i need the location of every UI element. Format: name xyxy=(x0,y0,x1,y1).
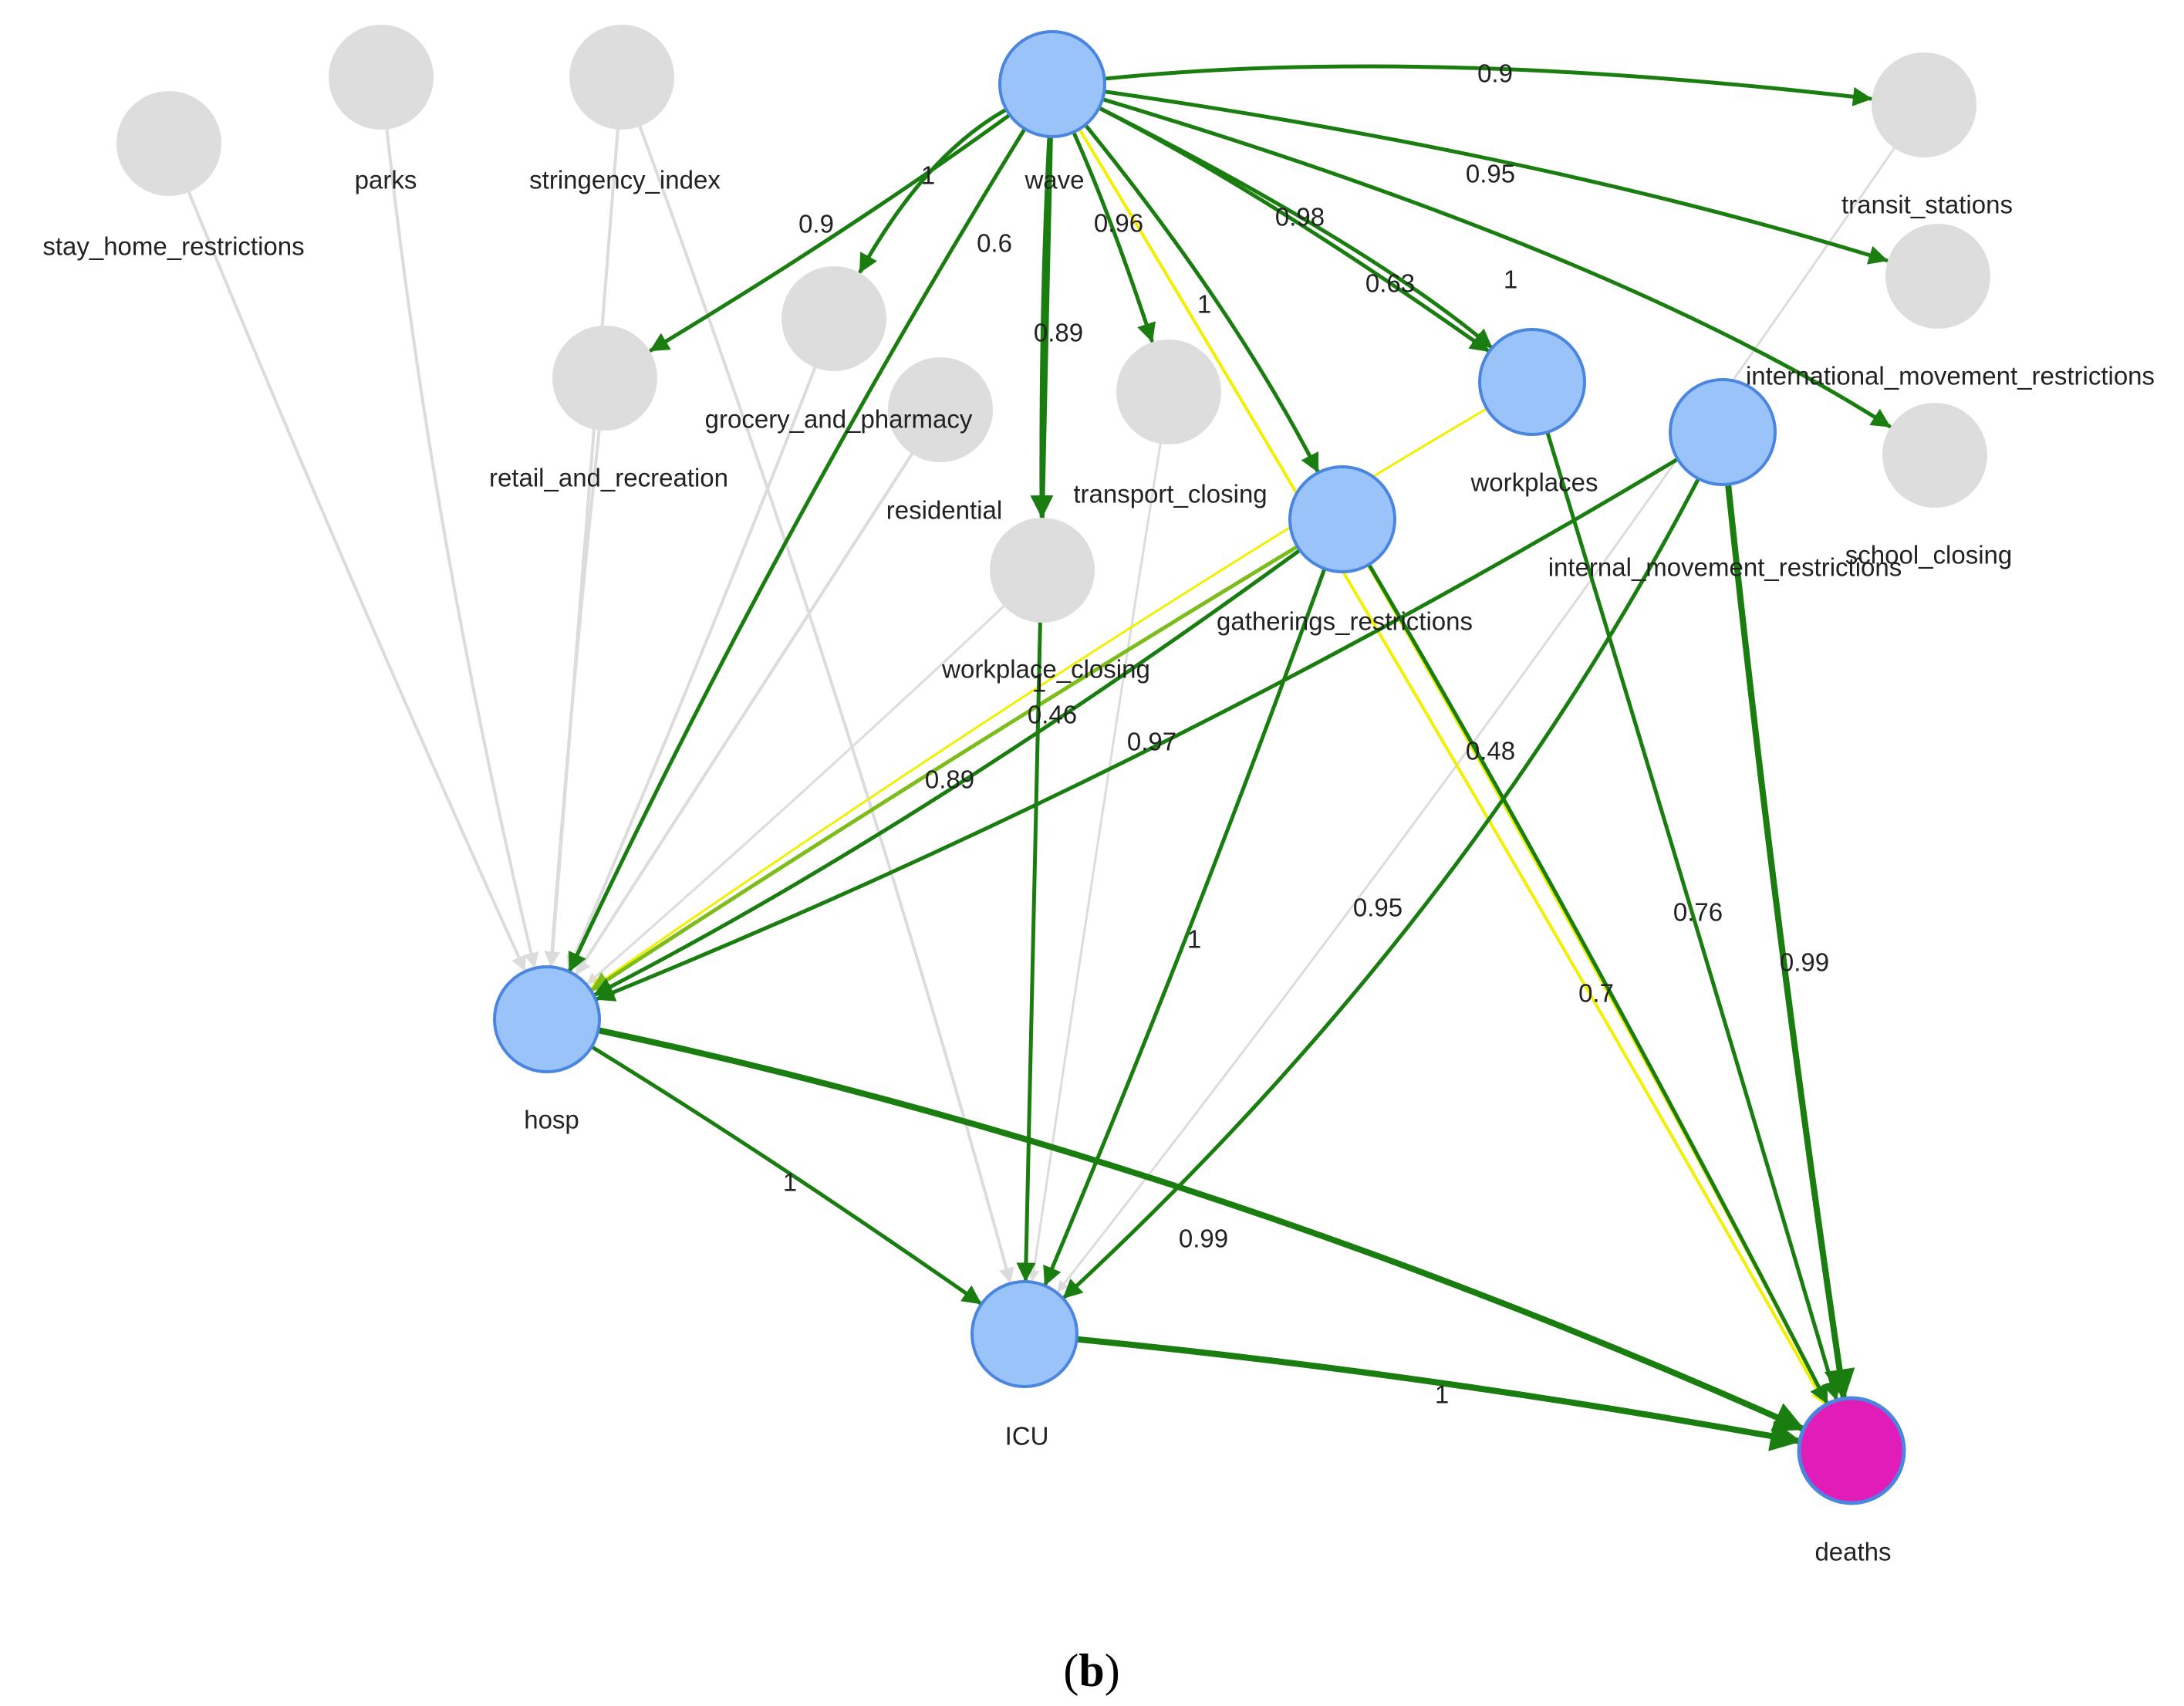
edge-weight-label: 0.96 xyxy=(1094,209,1143,238)
edge-weight-label: 1 xyxy=(783,1168,797,1197)
wave-node[interactable] xyxy=(998,30,1106,138)
node-label: school_closing xyxy=(1845,541,2012,569)
edge-gatherings-restrictions-to-hosp xyxy=(592,548,1302,997)
edge-weight-label: 1 xyxy=(921,161,935,190)
edge-weight-label: 0.99 xyxy=(1780,948,1829,977)
transit-stations-node[interactable] xyxy=(1872,52,1976,157)
edge-weight-label: 0.7 xyxy=(1578,979,1614,1008)
edge-weight-label: 0.89 xyxy=(925,765,974,794)
node-label: transport_closing xyxy=(1073,480,1267,508)
stringency-index-node[interactable] xyxy=(569,25,674,130)
edge-internal-movement-restrictions-to-hosp xyxy=(595,457,1680,1002)
edge-weight-label: 0.89 xyxy=(1034,319,1083,347)
edge-wave-to-hosp xyxy=(568,127,1027,973)
edge-weight-label: 0.99 xyxy=(1179,1225,1228,1253)
edge-layer xyxy=(187,64,1895,1451)
node-label: residential xyxy=(886,496,1002,525)
node-layer xyxy=(116,25,1990,1505)
edge-weight-label: 1 xyxy=(1435,1380,1449,1409)
edge-wave-to-workplace-closing xyxy=(1030,133,1054,519)
edge-stay-home-restrictions-to-hosp xyxy=(187,190,527,972)
edge-wave-to-grocery-and-pharmacy xyxy=(858,107,1009,274)
edge-internal-movement-restrictions-to-deaths xyxy=(1725,481,1855,1400)
edge-wave-to-gatherings-restrictions xyxy=(1083,123,1320,474)
grocery-and-pharmacy-node[interactable] xyxy=(781,266,886,371)
edge-transport-closing-to-icu xyxy=(1028,442,1162,1282)
edge-weight-label: 0.76 xyxy=(1673,898,1723,927)
edge-transit-stations-to-icu xyxy=(1056,147,1895,1293)
edge-retail-and-recreation-to-hosp xyxy=(544,428,601,968)
edge-weight-label: 0.9 xyxy=(798,210,834,238)
edge-weight-label: 0.63 xyxy=(1365,269,1415,298)
edge-weight-label: 0.98 xyxy=(1275,203,1325,231)
international-movement-restrictions-node[interactable] xyxy=(1885,224,1990,329)
node-label: workplaces xyxy=(1470,468,1598,497)
edge-weight-label: 0.9 xyxy=(1477,59,1513,88)
edge-weight-label: 0.95 xyxy=(1466,160,1515,188)
node-label: transit_stations xyxy=(1841,191,2013,219)
edge-wave-to-school-closing xyxy=(1100,97,1892,428)
edge-gatherings-restrictions-to-icu xyxy=(1043,566,1327,1286)
edge-wave-to-icu xyxy=(1016,134,1053,1282)
school-closing-node[interactable] xyxy=(1882,403,1987,508)
hosp-node[interactable] xyxy=(493,965,601,1073)
node-label: internal_movement_restrictions xyxy=(1548,553,1902,582)
edge-label-layer: 0.46 0.7 0.9 0.95 1 0.9 1 0.6 0.89 0.96 1 0.63 0.98 1… xyxy=(783,59,1829,1409)
edge-hosp-to-icu xyxy=(589,1045,983,1306)
edge-wave-to-transit-stations xyxy=(1102,64,1872,106)
edge-weight-label: 0.6 xyxy=(977,229,1012,258)
node-label: deaths xyxy=(1814,1538,1891,1566)
edge-wave-to-transport-closing xyxy=(1072,130,1156,343)
node-label: ICU xyxy=(1005,1422,1049,1451)
parks-node[interactable] xyxy=(329,25,434,130)
residential-node[interactable] xyxy=(888,357,993,462)
icu-node[interactable] xyxy=(970,1280,1078,1388)
figure-caption: (b) xyxy=(1063,1645,1119,1696)
edge-hosp-to-deaths xyxy=(595,1027,1806,1432)
node-label: stringency_index xyxy=(529,166,721,194)
node-label: grocery_and_pharmacy xyxy=(705,405,973,434)
edge-weight-label: 0.46 xyxy=(1028,701,1077,729)
edge-internal-movement-restrictions-to-icu xyxy=(1062,477,1700,1299)
edge-residential-to-hosp xyxy=(575,452,914,976)
node-label: workplace_closing xyxy=(941,655,1150,684)
edge-weight-label: 0.95 xyxy=(1353,894,1403,922)
edge-wave-to-deaths xyxy=(1078,127,1827,1406)
node-label: wave xyxy=(1024,166,1084,194)
edge-workplaces-to-deaths xyxy=(1545,430,1841,1401)
node-label: hosp xyxy=(524,1106,579,1134)
deaths-node[interactable] xyxy=(1797,1396,1906,1505)
retail-and-recreation-node[interactable] xyxy=(552,326,657,431)
edge-grocery-and-pharmacy-to-hosp xyxy=(566,366,817,971)
edge-gatherings-restrictions-to-hosp xyxy=(590,544,1300,992)
node-label-layer: stay_home_restrictions parks stringency_in… xyxy=(42,166,2155,1566)
edge-weight-label: 1 xyxy=(1187,925,1201,954)
edge-weight-label: 1 xyxy=(1504,265,1517,294)
workplace-closing-node[interactable] xyxy=(990,518,1095,623)
edge-weight-label: 0.48 xyxy=(1466,737,1515,765)
edge-internal-movement-restrictions-to-icu xyxy=(1062,476,1701,1299)
edge-wave-to-international-movement-restrictions xyxy=(1102,90,1889,265)
transport-closing-node[interactable] xyxy=(1116,340,1221,444)
edge-parks-to-hosp xyxy=(385,127,539,968)
node-label: retail_and_recreation xyxy=(489,464,728,492)
node-label: gatherings_restrictions xyxy=(1217,607,1473,636)
node-label: international_movement_restrictions xyxy=(1746,362,2155,390)
gatherings-restrictions-node[interactable] xyxy=(1288,465,1396,573)
edge-icu-to-deaths xyxy=(1073,1336,1802,1451)
node-label: stay_home_restrictions xyxy=(42,232,304,261)
edge-weight-label: 0.97 xyxy=(1127,728,1176,756)
edge-gatherings-restrictions-to-deaths xyxy=(1366,562,1829,1405)
edge-workplace-closing-to-hosp xyxy=(586,605,1005,985)
edge-weight-label: 1 xyxy=(1032,669,1046,698)
internal-movement-restrictions-node[interactable] xyxy=(1669,378,1777,486)
stay-home-restrictions-node[interactable] xyxy=(116,91,221,196)
edge-wave-to-retail-and-recreation xyxy=(649,113,1012,353)
edge-wave-to-workplaces xyxy=(1097,106,1490,353)
node-label: parks xyxy=(355,166,417,194)
edge-stringency-index-to-icu xyxy=(638,124,1014,1284)
edge-weight-label: 1 xyxy=(1197,290,1211,319)
workplaces-node[interactable] xyxy=(1478,328,1586,436)
